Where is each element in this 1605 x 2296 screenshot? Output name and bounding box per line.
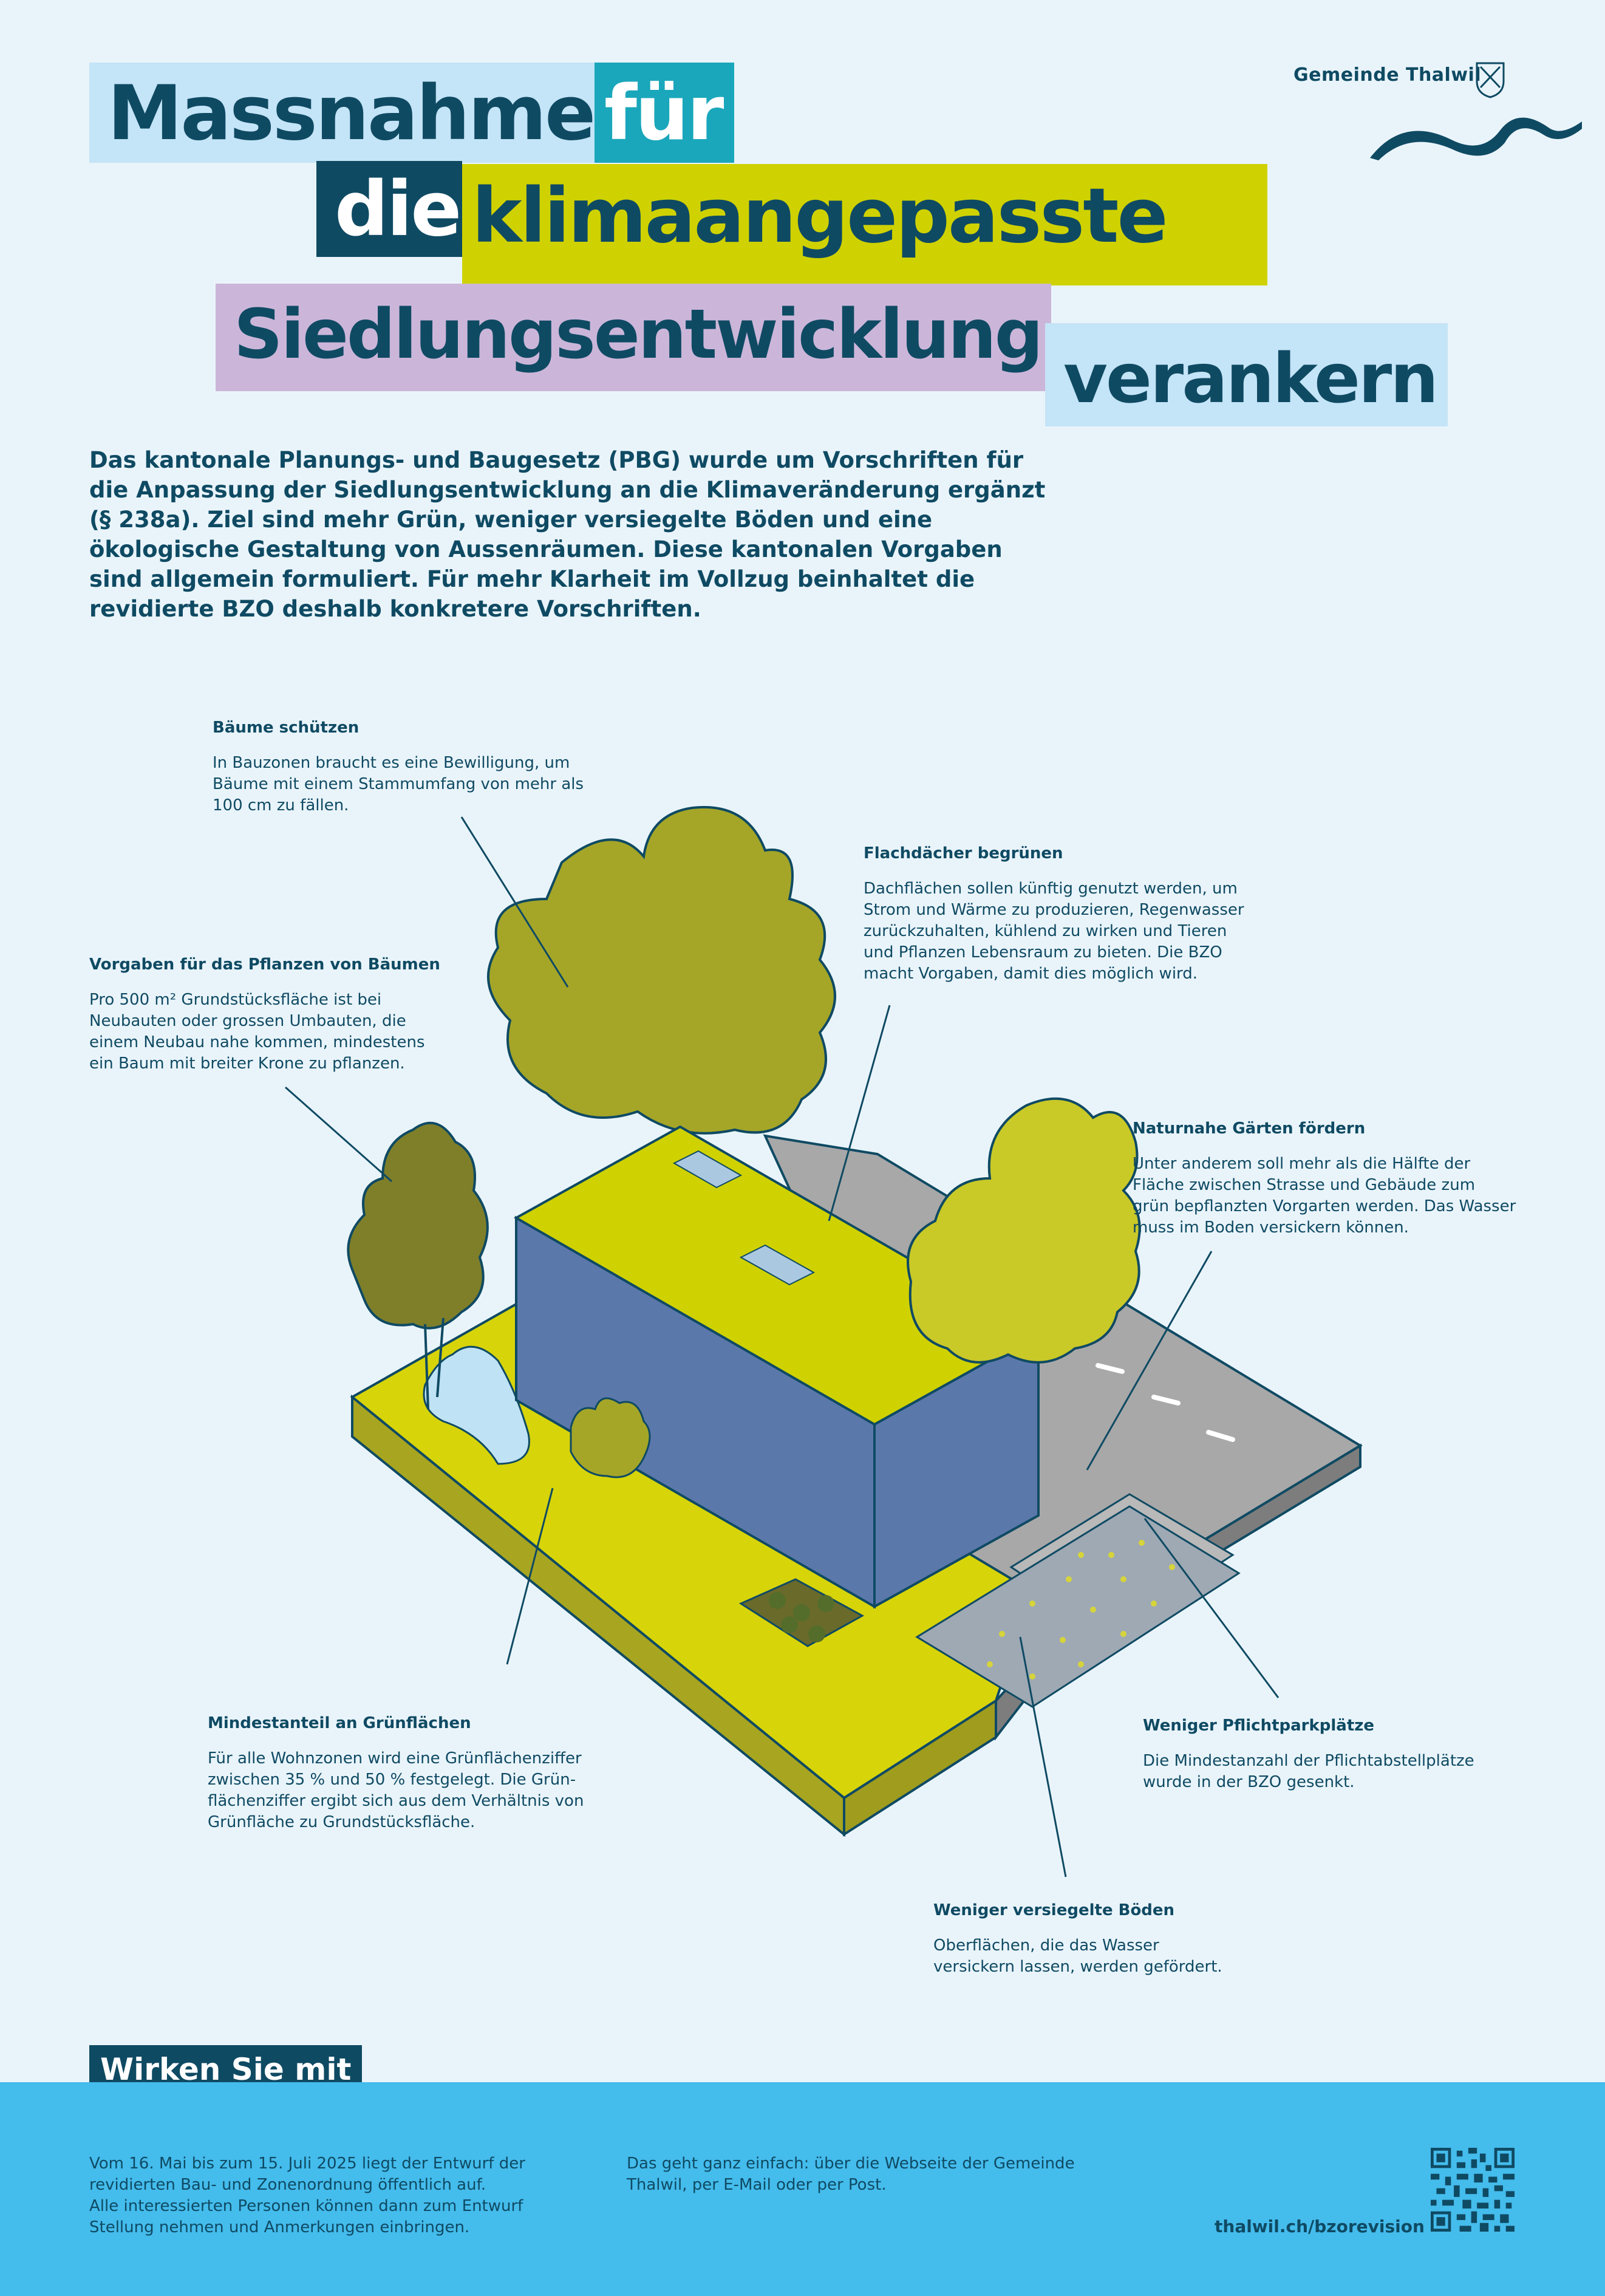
footer: Vom 16. Mai bis zum 15. Juli 2025 liegt …: [0, 2082, 1605, 2296]
callout-title: Flachdächer begrünen: [864, 844, 1063, 863]
logo-wave-icon: [1370, 117, 1582, 160]
callout-text: Oberflächen, die das Wasser versickern l…: [933, 1936, 1222, 1976]
callout-title: Vorgaben für das Pflanzen von Bäumen: [89, 955, 440, 974]
footer-col2: Das geht ganz einfach: über die Webseite…: [627, 2154, 1075, 2194]
logo-text: Gemeinde Thalwil: [1293, 64, 1482, 86]
callout-baeume-schuetzen: Bäume schützen In Bauzonen braucht es ei…: [213, 719, 638, 816]
callout-title: Bäume schützen: [213, 719, 360, 737]
thalwil-coat-of-arms-icon: [1476, 62, 1505, 98]
callout-title: Naturnahe Gärten fördern: [1133, 1119, 1366, 1138]
building: [513, 1125, 1041, 1609]
callout-text: Unter anderem soll mehr als die Hälfte d…: [1133, 1155, 1516, 1237]
headline-word-verankern: verankern: [1045, 323, 1448, 426]
callout-pflichtparkplaetze: Weniger Pflichtparkplätze Die Mindestanz…: [1143, 1717, 1568, 1793]
solar-panel-icon: [672, 1150, 816, 1286]
shrub: [570, 1397, 651, 1478]
callout-pflanzen-von-baeumen: Vorgaben für das Pflanzen von Bäumen Pro…: [89, 955, 466, 1075]
callout-text: In Bauzonen braucht es eine Bewilligung,…: [213, 754, 584, 815]
callout-flachdaecher: Flachdächer begrünen Dachflächen sollen …: [864, 844, 1301, 985]
raised-bed: [738, 1578, 865, 1647]
permeable-parking: [915, 1493, 1241, 1708]
headline-word-massnahmen: Massnahmen: [89, 63, 647, 163]
footer-url[interactable]: thalwil.ch/bzorevision: [1215, 2216, 1425, 2236]
headline-word-klimaangepasste: klimaangepasste: [462, 164, 1267, 285]
headline-word-siedlungsentwicklung: Siedlungsentwicklung: [216, 284, 1051, 391]
headline-word-fuer: für: [595, 63, 734, 163]
callout-naturnahe-gaerten: Naturnahe Gärten fördern Unter anderem s…: [1133, 1119, 1570, 1239]
callout-text: Pro 500 m² Grundstücksfläche ist bei Neu…: [89, 991, 425, 1073]
callout-title: Weniger Pflichtparkplätze: [1143, 1717, 1375, 1735]
callout-title: Mindestanteil an Grünflächen: [208, 1714, 471, 1732]
headline-word-die: die: [316, 161, 462, 257]
callout-text: Die Mindestanzahl der Pflichtabstellplät…: [1143, 1752, 1474, 1791]
big-tree: [487, 805, 836, 1135]
logo: Gemeinde Thalwil: [1293, 61, 1582, 164]
footer-col1: Vom 16. Mai bis zum 15. Juli 2025 liegt …: [89, 2154, 525, 2236]
callout-text: Für alle Wohnzonen wird eine Grünflächen…: [208, 1749, 584, 1831]
illustration: [285, 805, 1363, 1877]
qr-code-icon[interactable]: [1431, 2148, 1515, 2232]
intro-paragraph: Das kantonale Planungs- und Baugesetz (P…: [89, 447, 1046, 622]
garden-tree: [907, 1097, 1141, 1364]
callout-title: Weniger versiegelte Böden: [933, 1901, 1175, 1919]
callout-text: Dachflächen sollen künftig genutzt werde…: [864, 880, 1244, 983]
callout-versiegelte-boeden: Weniger versiegelte Böden Oberflächen, d…: [933, 1901, 1358, 1978]
leader-lines: [285, 816, 1280, 1877]
pond: [423, 1345, 530, 1465]
callout-gruenflaechen: Mindestanteil an Grünflächen Für alle Wo…: [208, 1714, 645, 1833]
